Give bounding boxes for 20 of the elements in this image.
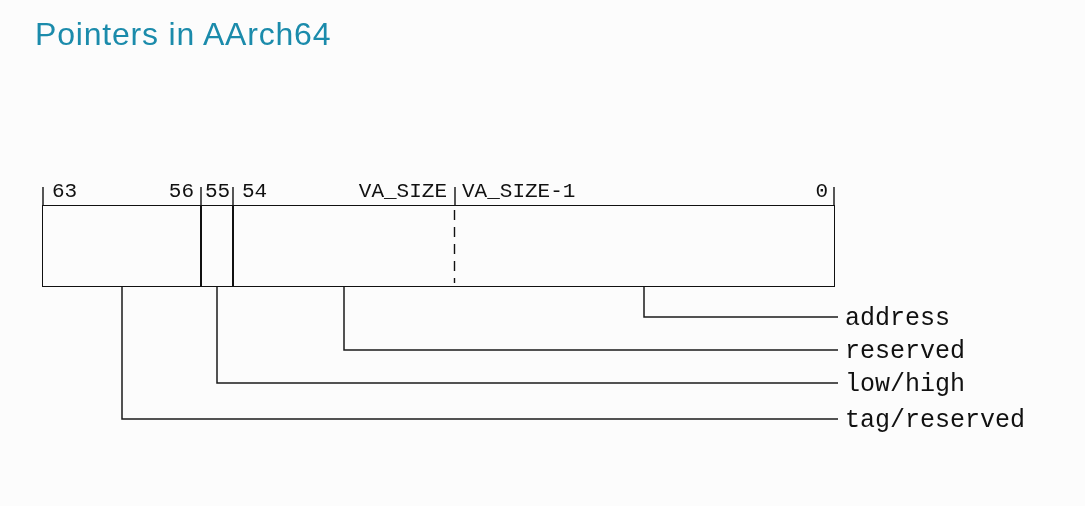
field-label: low/high (838, 371, 966, 399)
bit-number: 0 (815, 180, 828, 204)
leader-line (343, 285, 839, 351)
bit-number: VA_SIZE-1 (462, 180, 576, 204)
field-label: address (838, 305, 951, 333)
bit-field (232, 205, 456, 287)
diagram-title: Pointers in AArch64 (35, 15, 332, 53)
bit-field (42, 205, 202, 287)
bit-number: 54 (242, 180, 268, 204)
bit-number: 56 (168, 180, 194, 204)
bit-field (454, 205, 835, 287)
leader-line (216, 285, 839, 384)
bit-field (200, 205, 234, 287)
field-label: reserved (838, 338, 966, 366)
leader-line (643, 285, 839, 318)
bit-number: 55 (205, 180, 231, 204)
bit-number: 63 (52, 180, 78, 204)
field-label: tag/reserved (838, 407, 1026, 435)
leader-line (121, 285, 839, 420)
bit-number: VA_SIZE (358, 180, 447, 204)
